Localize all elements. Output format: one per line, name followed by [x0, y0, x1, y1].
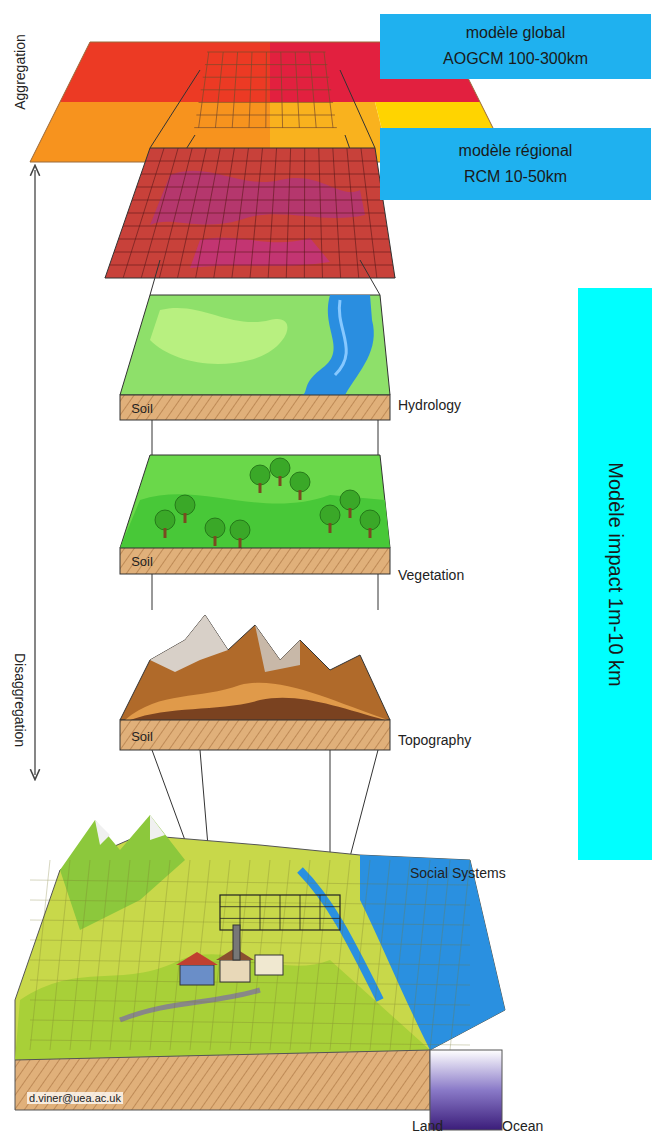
regional-grid: [105, 148, 395, 278]
vegetation-panel: [120, 455, 390, 574]
model-label: modèle global AOGCM 100-300km: [439, 20, 592, 73]
global-model-box: modèle global AOGCM 100-300km: [380, 14, 651, 79]
layer-label: Soil: [131, 401, 153, 416]
landscape: [15, 815, 505, 1130]
regional-model-box: modèle régional RCM 10-50km: [380, 128, 651, 200]
axis-label: Ocean: [502, 1118, 543, 1134]
impact-model-box: Modèle impact 1m-10 km: [578, 288, 652, 860]
layer-label: Soil: [131, 554, 153, 569]
layer-name: Topography: [398, 732, 471, 748]
model-label: modèle régional RCM 10-50km: [439, 138, 592, 191]
layer-label: Soil: [131, 729, 153, 744]
axis-label: Land: [412, 1118, 443, 1134]
topography-panel: [120, 615, 390, 750]
layer-name: Vegetation: [398, 567, 464, 583]
layer-name: Social Systems: [410, 865, 506, 881]
layer-name: Hydrology: [398, 397, 461, 413]
credit: d.viner@uea.ac.uk: [27, 1092, 123, 1104]
model-label: Modèle impact 1m-10 km: [599, 462, 632, 687]
hydrology-panel: [120, 295, 390, 420]
village: [176, 925, 283, 985]
scale-label: Disaggregation: [12, 653, 28, 747]
scale-label: Aggregation: [12, 34, 28, 110]
scale-arrow: [34, 170, 35, 775]
